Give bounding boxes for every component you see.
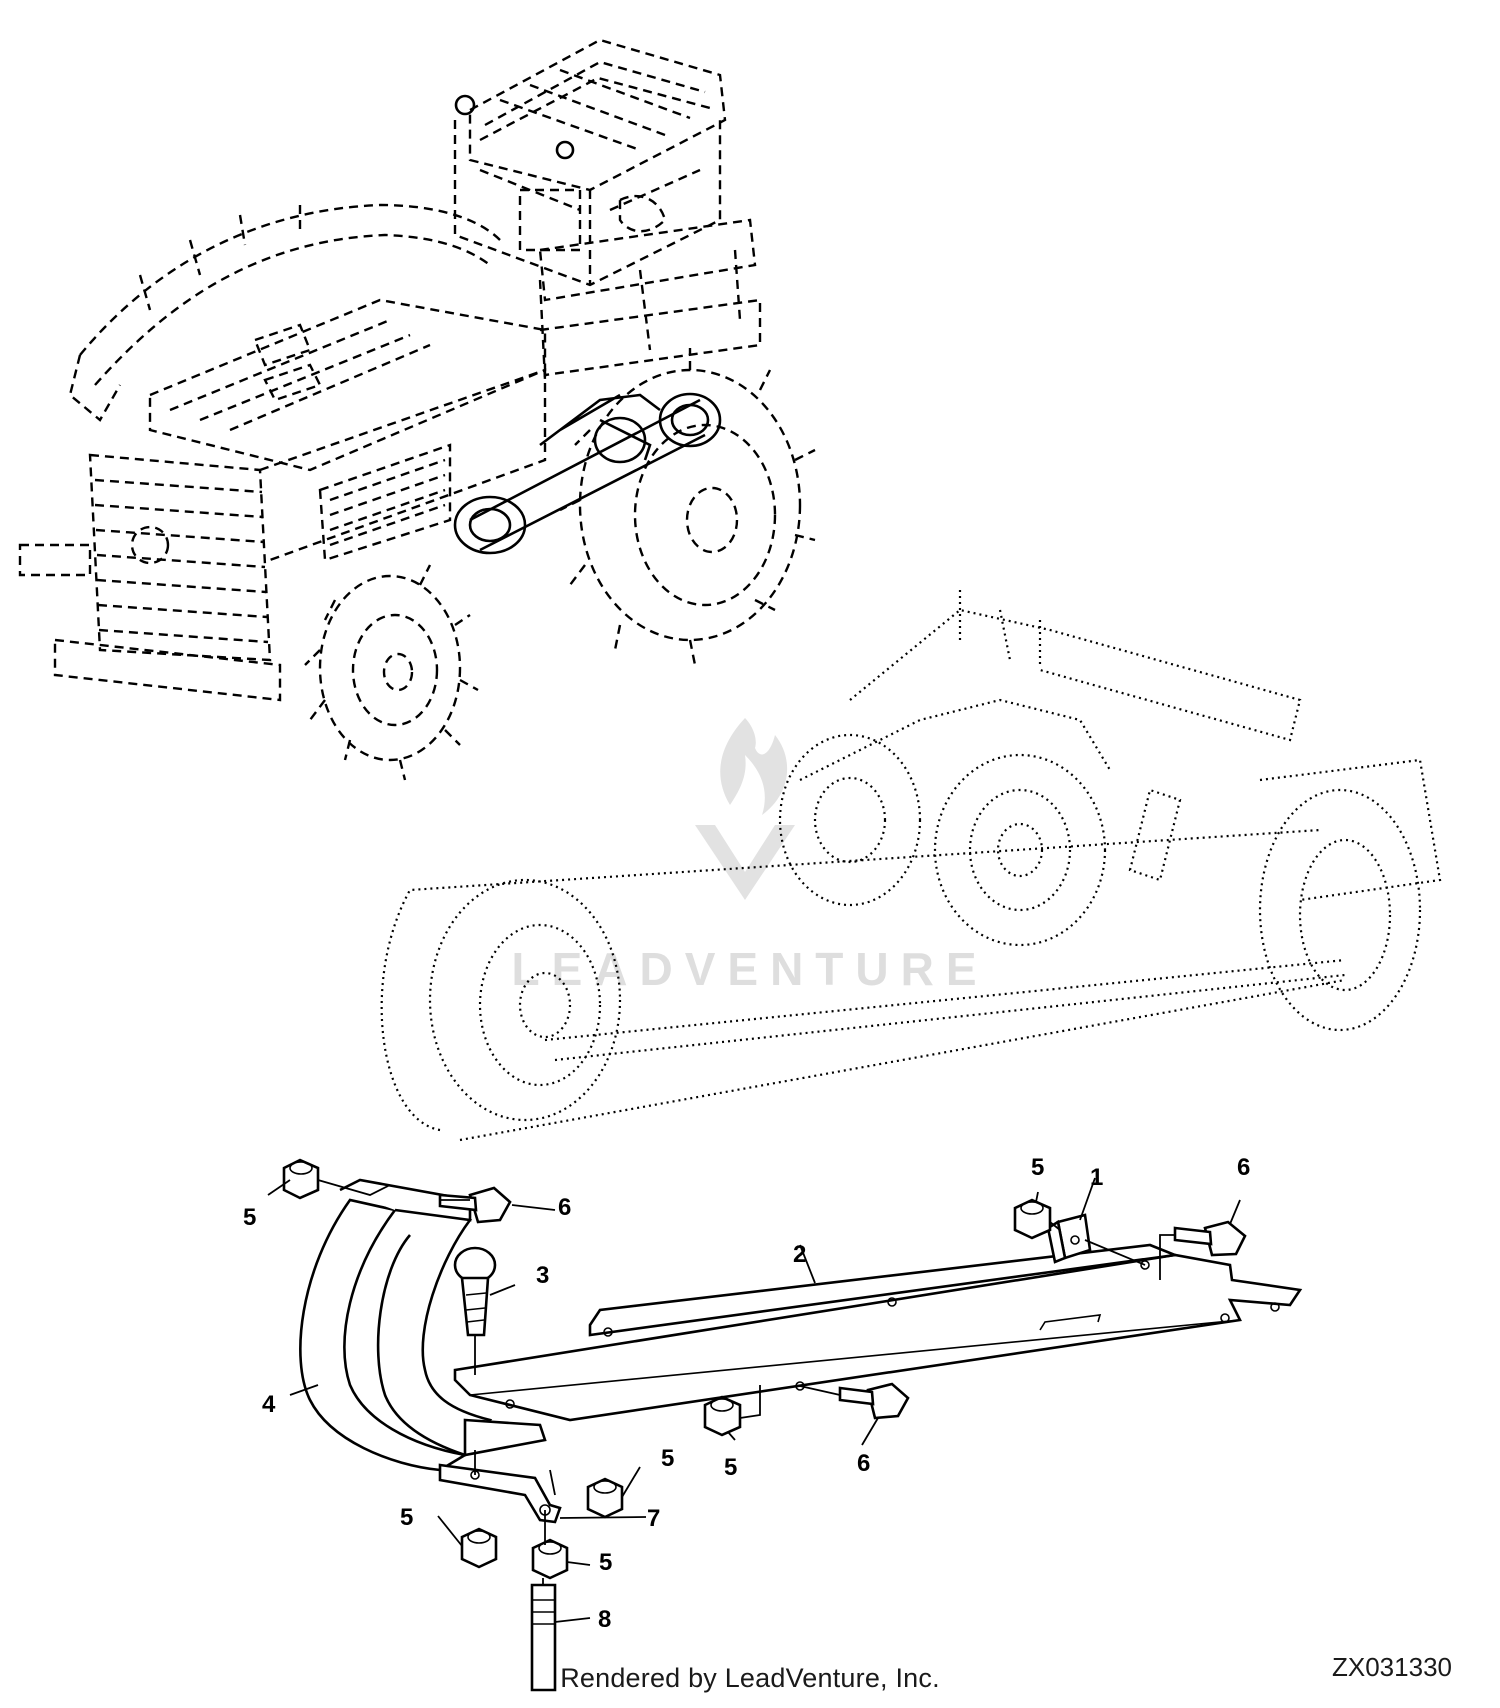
part-5-nut-5 (460, 1527, 498, 1569)
callout-5-center-nut: 5 (661, 1445, 674, 1472)
figure-id: ZX031330 (1332, 1652, 1452, 1682)
watermark: LEADVENTURE (511, 718, 988, 995)
callout-6-bottom: 6 (857, 1450, 870, 1477)
watermark-flame-icon (695, 718, 795, 900)
part-2-shield (453, 1243, 1303, 1422)
part-7-bracket (438, 1463, 562, 1524)
callout-5-top-left: 5 (243, 1204, 256, 1231)
callout-3: 3 (536, 1262, 549, 1289)
callout-1: 1 (1090, 1164, 1103, 1191)
part-5-nut-2 (1013, 1198, 1052, 1240)
callout-4: 4 (262, 1391, 276, 1418)
callout-5-top-right: 5 (1031, 1154, 1044, 1181)
callout-5-shield-nut: 5 (724, 1454, 737, 1481)
part-6-screw-1 (438, 1186, 512, 1224)
callouts: 5 6 3 2 4 5 1 6 5 5 6 5 7 5 8 (243, 1154, 1250, 1633)
part-6-screw-2 (1173, 1220, 1247, 1257)
part-5-nut-6 (531, 1538, 569, 1580)
callout-6-top-left: 6 (558, 1194, 571, 1221)
callout-2: 2 (793, 1241, 806, 1268)
part-6-screw-3 (838, 1382, 910, 1420)
callout-5-left-nut: 5 (400, 1504, 413, 1531)
belt-detail (380, 590, 1442, 1142)
belt-drive-highlight (453, 392, 722, 555)
render-credit: Rendered by LeadVenture, Inc. (560, 1663, 940, 1693)
machine-overview (18, 38, 816, 781)
parts-group (282, 1158, 1303, 1692)
part-5-nut-1 (282, 1158, 320, 1200)
part-3-bolt (453, 1246, 497, 1337)
part-4-guard (299, 1178, 547, 1472)
callout-7: 7 (647, 1505, 660, 1532)
part-8-stud (530, 1583, 557, 1692)
callout-5-stud-nut: 5 (599, 1549, 612, 1576)
part-5-nut-4 (586, 1477, 624, 1519)
watermark-text: LEADVENTURE (511, 943, 988, 995)
part-1-clip (1046, 1213, 1092, 1264)
part-5-nut-3 (703, 1395, 742, 1437)
callout-leaders (267, 1177, 1241, 1623)
callout-6-top-right: 6 (1237, 1154, 1250, 1181)
callout-8: 8 (598, 1606, 611, 1633)
